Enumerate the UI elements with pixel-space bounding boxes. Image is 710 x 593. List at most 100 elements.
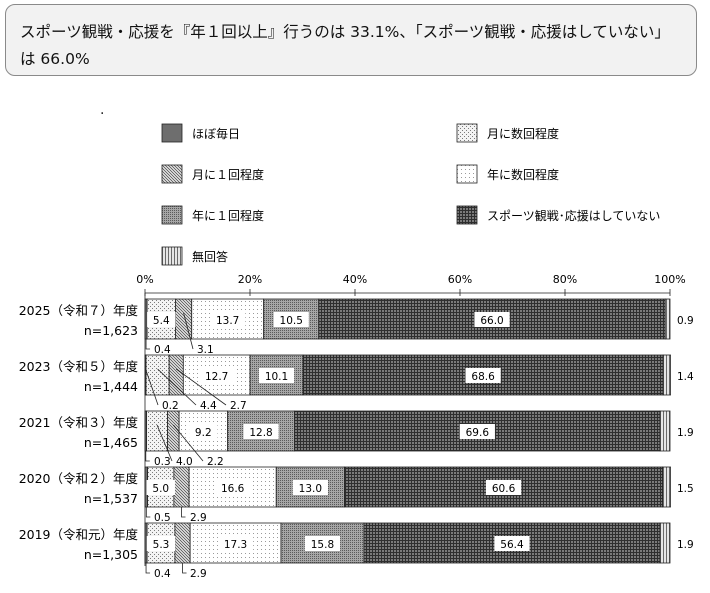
data-label-bg xyxy=(215,480,251,495)
data-label-none: 66.0 xyxy=(480,315,503,327)
x-tick-label: 60% xyxy=(448,273,472,286)
legend-label-yearly_several: 年に数回程度 xyxy=(487,167,559,182)
data-label-daily: 0.4 xyxy=(154,344,171,356)
legend-label-monthly_several: 月に数回程度 xyxy=(487,126,559,141)
category-year-label: 2020（令和２）年度 xyxy=(19,471,139,486)
data-label-bg xyxy=(273,312,309,327)
category-year-label: 2019（令和元）年度 xyxy=(19,527,139,542)
data-label-bg xyxy=(292,480,328,495)
data-label-daily: 0.4 xyxy=(154,568,171,580)
category-n-label: n=1,465 xyxy=(84,435,138,450)
bar-row: 2020（令和２）年度 n=1,537 5.0 16.6 13.0 60.6 1.5 0.5 2… xyxy=(19,466,694,524)
data-label-yearly_several: 17.3 xyxy=(224,539,247,551)
category-n-label: n=1,305 xyxy=(84,547,138,562)
data-label-no_answer: 1.4 xyxy=(677,371,694,383)
legend-swatch-yearly_several xyxy=(456,164,478,184)
data-label-none: 68.6 xyxy=(471,371,495,383)
stray-mark: . xyxy=(100,102,104,118)
category-year-label: 2021（令和３）年度 xyxy=(19,415,139,430)
data-label-yearly_once: 13.0 xyxy=(299,483,322,495)
data-label-monthly_several: 5.0 xyxy=(152,483,169,495)
leader-line-daily xyxy=(145,563,151,574)
data-label-none: 60.6 xyxy=(492,483,516,495)
legend-swatch-none xyxy=(456,205,478,225)
leader-line-daily xyxy=(145,339,151,350)
data-label-monthly_once: 2.2 xyxy=(207,456,224,468)
data-label-yearly_several: 13.7 xyxy=(216,315,239,327)
data-label-bg xyxy=(147,312,176,327)
data-label-bg xyxy=(258,368,295,383)
x-tick-label: 80% xyxy=(553,273,577,286)
leader-line-monthly_several xyxy=(157,368,197,406)
data-label-bg xyxy=(217,536,254,551)
data-label-bg xyxy=(465,368,501,383)
legend-label-monthly_once: 月に１回程度 xyxy=(192,167,264,182)
x-tick-label: 100% xyxy=(654,273,685,286)
headline-line-1: スポーツ観戦・応援を『年１回以上』行うのは 33.1%、「スポーツ観戦・応援はし… xyxy=(20,23,670,41)
data-label-monthly_several: 4.4 xyxy=(200,400,217,412)
leader-line-monthly_once xyxy=(176,368,227,406)
bar-segment-no_answer xyxy=(659,410,671,452)
bar-segment-no_answer xyxy=(662,466,671,508)
bar-segment-monthly_several xyxy=(146,410,168,452)
headline-line-2: は 66.0% xyxy=(20,50,90,68)
legend-label-no_answer: 無回答 xyxy=(192,249,228,264)
data-label-bg xyxy=(474,312,510,327)
category-n-label: n=1,537 xyxy=(84,491,138,506)
bar-segment-no_answer xyxy=(662,354,671,396)
data-label-bg xyxy=(210,312,246,327)
data-label-monthly_several: 5.4 xyxy=(153,315,170,327)
data-label-bg xyxy=(189,424,218,439)
category-year-label: 2023（令和５）年度 xyxy=(19,359,139,374)
data-label-yearly_once: 10.5 xyxy=(280,315,303,327)
bar-segment-monthly_once xyxy=(175,298,193,340)
leader-line-monthly_once xyxy=(183,312,194,350)
bar-segment-no_answer xyxy=(659,522,671,564)
data-label-daily: 0.5 xyxy=(154,512,171,524)
data-label-bg xyxy=(146,480,175,495)
data-label-yearly_several: 9.2 xyxy=(195,427,212,439)
data-label-yearly_once: 12.8 xyxy=(249,427,272,439)
data-label-daily: 0.3 xyxy=(154,456,171,468)
legend-swatch-monthly_several xyxy=(456,123,478,143)
data-label-monthly_several: 5.3 xyxy=(153,539,170,551)
leader-line-daily xyxy=(145,507,151,518)
bar-segment-monthly_several xyxy=(145,354,170,396)
data-label-bg xyxy=(494,536,530,551)
data-label-monthly_once: 2.9 xyxy=(190,512,207,524)
x-tick-label: 40% xyxy=(343,273,367,286)
legend-label-yearly_once: 年に１回程度 xyxy=(192,208,264,223)
leader-line-daily xyxy=(145,451,150,462)
category-n-label: n=1,623 xyxy=(84,323,138,338)
data-label-monthly_several: 4.0 xyxy=(176,456,193,468)
category-n-label: n=1,444 xyxy=(84,379,138,394)
data-label-none: 56.4 xyxy=(500,539,524,551)
data-label-bg xyxy=(199,368,235,383)
data-label-no_answer: 1.5 xyxy=(677,483,694,495)
x-tick-label: 20% xyxy=(238,273,262,286)
data-label-bg xyxy=(304,536,341,551)
legend-swatch-monthly_once xyxy=(161,164,183,184)
data-label-bg xyxy=(485,480,522,495)
bar-segment-monthly_once xyxy=(173,466,190,508)
data-label-yearly_once: 15.8 xyxy=(311,539,334,551)
bar-segment-monthly_once xyxy=(167,410,180,452)
data-label-monthly_once: 2.7 xyxy=(230,400,247,412)
leader-line-monthly_once xyxy=(181,507,186,518)
data-label-yearly_several: 12.7 xyxy=(205,371,228,383)
legend-label-daily: ほぼ毎日 xyxy=(192,126,240,141)
data-label-monthly_once: 3.1 xyxy=(197,344,214,356)
data-label-no_answer: 1.9 xyxy=(677,427,694,439)
legend-label-none: スポーツ観戦･応援はしていない xyxy=(487,209,660,223)
data-label-bg xyxy=(146,536,176,551)
data-label-yearly_several: 16.6 xyxy=(221,483,245,495)
data-label-no_answer: 1.9 xyxy=(677,539,694,551)
data-label-bg xyxy=(243,424,279,439)
legend-swatch-no_answer xyxy=(161,246,183,266)
